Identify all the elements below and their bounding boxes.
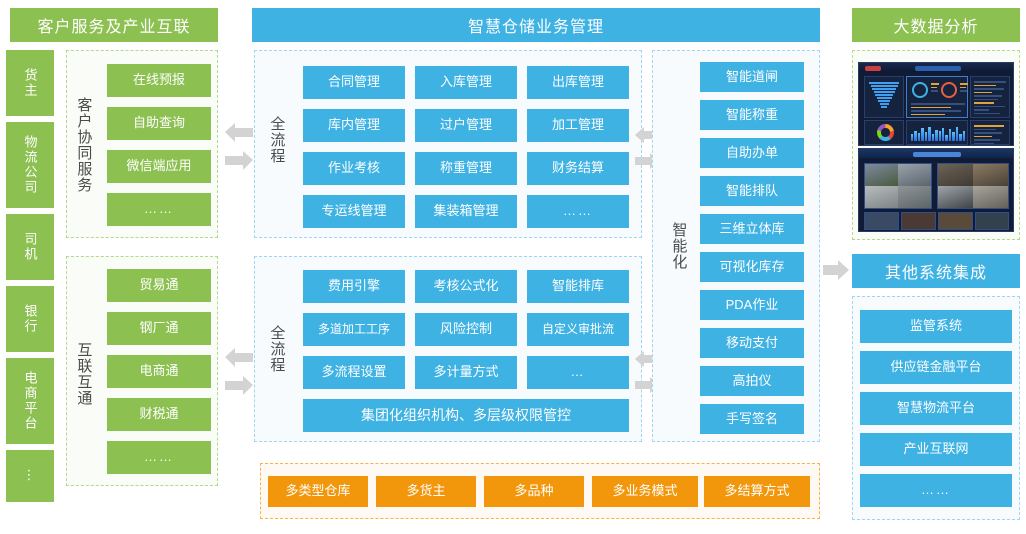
intelligent-tile-9[interactable]: 手写签名 xyxy=(700,404,804,434)
intelligent-vertical-label: 智能化 xyxy=(670,222,688,270)
center2-tile-1-0[interactable]: 多道加工工序 xyxy=(303,313,405,346)
actor-label: 司机 xyxy=(22,232,38,262)
customer-collab-vertical-label: 客户协同服务 xyxy=(75,97,93,193)
center-tile-0-2[interactable]: 出库管理 xyxy=(527,66,629,99)
actor-item-5[interactable]: ⋮ xyxy=(6,450,54,502)
other-tile-3[interactable]: 产业互联网 xyxy=(860,433,1012,466)
intelligent-tile-1[interactable]: 智能称重 xyxy=(700,100,804,130)
bi-dashboard-image xyxy=(858,62,1014,146)
other-tile-1[interactable]: 供应链金融平台 xyxy=(860,351,1012,384)
center-tile-3-1[interactable]: 集装箱管理 xyxy=(415,195,517,228)
actor-label: 银行 xyxy=(22,304,38,334)
intelligent-tile-7[interactable]: 移动支付 xyxy=(700,328,804,358)
left-section-header: 客户服务及产业互联 xyxy=(10,8,218,42)
arrow-left-icon-1 xyxy=(225,123,253,170)
center2-tile-2-2[interactable]: … xyxy=(527,356,629,389)
other-tile-4[interactable]: …… xyxy=(860,474,1012,507)
left2-tile-4[interactable]: …… xyxy=(107,441,211,474)
actor-label: 货主 xyxy=(22,68,38,98)
center2-tile-2-0[interactable]: 多流程设置 xyxy=(303,356,405,389)
left-tile-1[interactable]: 自助查询 xyxy=(107,107,211,140)
actor-label: 电商平台 xyxy=(22,371,38,431)
multi-tile-2[interactable]: 多品种 xyxy=(484,476,584,507)
right-section-header: 大数据分析 xyxy=(852,8,1020,42)
actor-item-2[interactable]: 司机 xyxy=(6,214,54,280)
full-process-top-label: 全流程 xyxy=(268,116,286,164)
intelligent-tile-3[interactable]: 智能排队 xyxy=(700,176,804,206)
center2-tile-1-1[interactable]: 风险控制 xyxy=(415,313,517,346)
center-tile-2-2[interactable]: 财务结算 xyxy=(527,152,629,185)
left2-tile-3[interactable]: 财税通 xyxy=(107,398,211,431)
center2-tile-0-2[interactable]: 智能排库 xyxy=(527,270,629,303)
left-tile-0[interactable]: 在线预报 xyxy=(107,64,211,97)
center2-tile-0-1[interactable]: 考核公式化 xyxy=(415,270,517,303)
intelligent-tile-4[interactable]: 三维立体库 xyxy=(700,214,804,244)
multi-tile-3[interactable]: 多业务模式 xyxy=(592,476,698,507)
left2-tile-2[interactable]: 电商通 xyxy=(107,355,211,388)
intelligent-tile-8[interactable]: 高拍仪 xyxy=(700,366,804,396)
center-tile-1-0[interactable]: 库内管理 xyxy=(303,109,405,142)
center-tile-0-0[interactable]: 合同管理 xyxy=(303,66,405,99)
actor-item-0[interactable]: 货主 xyxy=(6,50,54,116)
other-tile-2[interactable]: 智慧物流平台 xyxy=(860,392,1012,425)
intelligent-tile-6[interactable]: PDA作业 xyxy=(700,290,804,320)
center-tile-2-1[interactable]: 称重管理 xyxy=(415,152,517,185)
other-systems-header: 其他系统集成 xyxy=(852,254,1020,288)
center-tile-3-0[interactable]: 专运线管理 xyxy=(303,195,405,228)
center2-tile-2-1[interactable]: 多计量方式 xyxy=(415,356,517,389)
actor-item-4[interactable]: 电商平台 xyxy=(6,358,54,444)
center2-tile-0-0[interactable]: 费用引擎 xyxy=(303,270,405,303)
intelligent-tile-0[interactable]: 智能道闸 xyxy=(700,62,804,92)
left2-tile-0[interactable]: 贸易通 xyxy=(107,269,211,302)
left2-tile-1[interactable]: 钢厂通 xyxy=(107,312,211,345)
actor-column: 货主 物流公司 司机 银行 电商平台 ⋮ xyxy=(6,50,54,508)
intelligent-tile-2[interactable]: 自助办单 xyxy=(700,138,804,168)
other-tile-0[interactable]: 监管系统 xyxy=(860,310,1012,343)
multi-tile-4[interactable]: 多结算方式 xyxy=(704,476,810,507)
center-section-header: 智慧仓储业务管理 xyxy=(252,8,820,42)
multi-tile-1[interactable]: 多货主 xyxy=(376,476,476,507)
center-tile-0-1[interactable]: 入库管理 xyxy=(415,66,517,99)
center-tile-1-2[interactable]: 加工管理 xyxy=(527,109,629,142)
center2-tile-1-2[interactable]: 自定义审批流 xyxy=(527,313,629,346)
actor-label: ⋮ xyxy=(22,467,38,485)
center2-wide-tile[interactable]: 集团化组织机构、多层级权限管控 xyxy=(303,399,629,432)
center-tile-3-2[interactable]: …… xyxy=(527,195,629,228)
left-tile-2[interactable]: 微信端应用 xyxy=(107,150,211,183)
intelligent-tile-5[interactable]: 可视化库存 xyxy=(700,252,804,282)
left-tile-3[interactable]: …… xyxy=(107,193,211,226)
actor-label: 物流公司 xyxy=(22,135,38,195)
actor-item-1[interactable]: 物流公司 xyxy=(6,122,54,208)
interconnect-vertical-label: 互联互通 xyxy=(75,342,93,406)
full-process-bottom-label: 全流程 xyxy=(268,325,286,373)
arrow-left-icon-2 xyxy=(225,348,253,395)
video-surveillance-image xyxy=(858,148,1014,232)
center-tile-1-1[interactable]: 过户管理 xyxy=(415,109,517,142)
multi-tile-0[interactable]: 多类型仓库 xyxy=(268,476,368,507)
arrow-right-icon-5 xyxy=(823,260,849,280)
actor-item-3[interactable]: 银行 xyxy=(6,286,54,352)
center-tile-2-0[interactable]: 作业考核 xyxy=(303,152,405,185)
